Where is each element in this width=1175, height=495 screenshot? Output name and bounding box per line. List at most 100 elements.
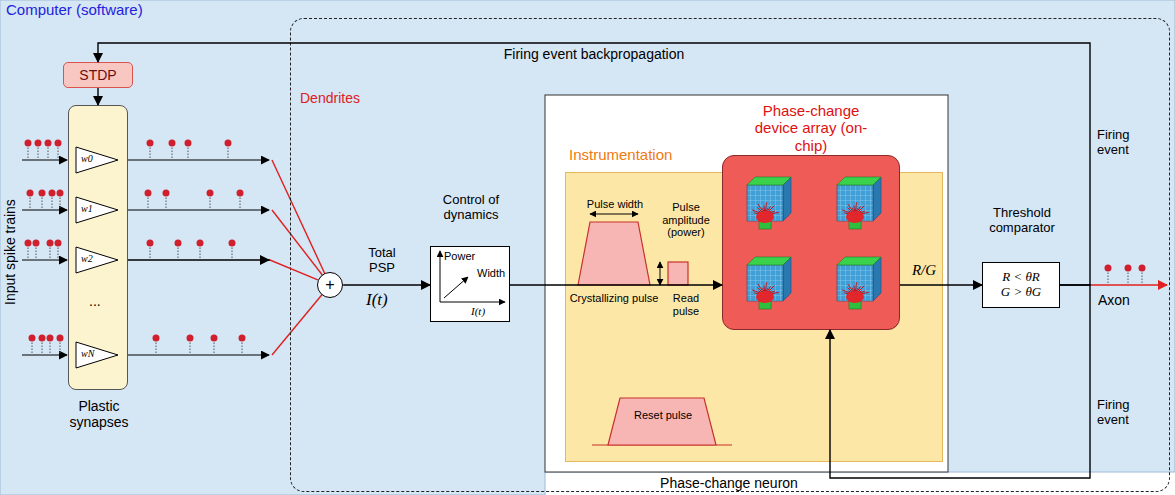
drawing-rect [668, 262, 688, 285]
synapse-box: Plastic synapses [68, 105, 128, 390]
drawing-line [272, 294, 322, 355]
drawing-line [440, 251, 441, 302]
drawing-ellipse [756, 291, 774, 303]
drawing-circle [145, 190, 152, 197]
dendrites-label: Dendrites [300, 90, 360, 106]
drawing-circle [57, 190, 64, 197]
connector [343, 284, 430, 285]
instrumentation-box: InstrumentationPulse widthPulse amplitud… [565, 172, 943, 462]
drawing-polygon [837, 177, 881, 185]
connector [97, 88, 98, 105]
node-text: Instrumentation [569, 146, 672, 163]
phase-change-devices [723, 156, 901, 331]
drawing-line [1090, 284, 1167, 286]
drawing-rect [545, 95, 948, 472]
drawing-circle [211, 335, 218, 342]
sum-circle: + [317, 272, 343, 298]
drawing-line [1108, 271, 1109, 283]
drawing-line [30, 196, 31, 208]
node-text: Control of dynamics [415, 193, 527, 223]
drawing-line [232, 246, 233, 258]
drawing-g [440, 251, 505, 302]
node-text: G > θG [1001, 285, 1041, 300]
drawing-circle [237, 190, 244, 197]
device-array-box [722, 155, 900, 330]
weight-label: wN [81, 348, 94, 360]
drawing-line [444, 277, 468, 298]
node-text: I(t) [471, 305, 485, 318]
comparator-box: Threshold comparatorR < θRG > θG [982, 262, 1060, 308]
drawing-circle [147, 240, 154, 247]
node-text: Pulse amplitude (power) [653, 201, 719, 239]
drawing-circle [25, 240, 32, 247]
drawing-circle [1139, 265, 1146, 272]
drawing-ellipse [756, 211, 774, 223]
drawing-line [28, 146, 29, 158]
drawing-circle [225, 140, 232, 147]
node-text: R < θR [1002, 270, 1040, 285]
node-text: Crystallizing pulse [569, 292, 659, 305]
connector [98, 43, 1090, 285]
drawing-line [150, 146, 151, 158]
drawing-line [50, 341, 51, 353]
drawing-line [178, 246, 179, 258]
drawing-line [188, 146, 189, 158]
drawing-line [60, 196, 61, 208]
drawing-line [1128, 271, 1129, 283]
drawing-line [58, 146, 59, 158]
drawing-circle [35, 140, 42, 147]
node-text: Phase-change device array (on-chip) [746, 102, 876, 154]
drawing-line [228, 146, 229, 158]
drawing-line [22, 209, 67, 210]
ellipsis-label: ... [89, 293, 101, 309]
drawing-circle [39, 335, 46, 342]
node-text: + [325, 276, 334, 294]
drawing-line [172, 146, 173, 158]
drawing-line [240, 196, 241, 208]
drawing-line [36, 246, 37, 258]
axis-label: Input spike trains [2, 199, 18, 305]
drawing-circle [49, 190, 56, 197]
drawing-polygon [608, 398, 716, 445]
drawing-g [747, 177, 881, 309]
drawing-circle [39, 190, 46, 197]
drawing-ellipse [846, 211, 864, 223]
drawing-polygon [76, 247, 118, 273]
drawing-polygon [747, 257, 791, 265]
stdp-box: STDP [63, 62, 133, 88]
drawing-circle [207, 190, 214, 197]
drawing-line [32, 341, 33, 353]
drawing-line [242, 341, 243, 353]
drawing-line [156, 341, 157, 353]
signal-label: Total PSP [358, 246, 406, 276]
event-label: Firing event [1097, 128, 1157, 158]
drawing-circle [47, 335, 54, 342]
drawing-circle [1125, 265, 1132, 272]
drawing-line [28, 246, 29, 258]
connector [510, 284, 722, 285]
drawing-g [578, 214, 732, 445]
drawing-line [148, 196, 149, 208]
drawing-circle [27, 190, 34, 197]
node-text: Pulse width [579, 198, 651, 211]
drawing-circle [187, 335, 194, 342]
drawing-circle [55, 140, 62, 147]
weight-label: w0 [81, 153, 93, 165]
drawing-line [190, 341, 191, 353]
drawing-circle [239, 335, 246, 342]
drawing-line [52, 196, 53, 208]
drawing-line [210, 196, 211, 208]
drawing-line [128, 159, 269, 160]
dynamics-box: Control of dynamicsPowerWidthI(t) [430, 246, 510, 322]
device-array: Phase-change device array (on-chip) [722, 100, 900, 330]
drawing-line [22, 354, 67, 355]
drawing-circle [197, 240, 204, 247]
drawing-circle [45, 140, 52, 147]
axon-label: Axon [1098, 292, 1130, 308]
drawing-circle [47, 240, 54, 247]
drawing-polygon [837, 257, 881, 265]
drawing-line [272, 160, 325, 274]
node-text: Power [444, 250, 475, 263]
